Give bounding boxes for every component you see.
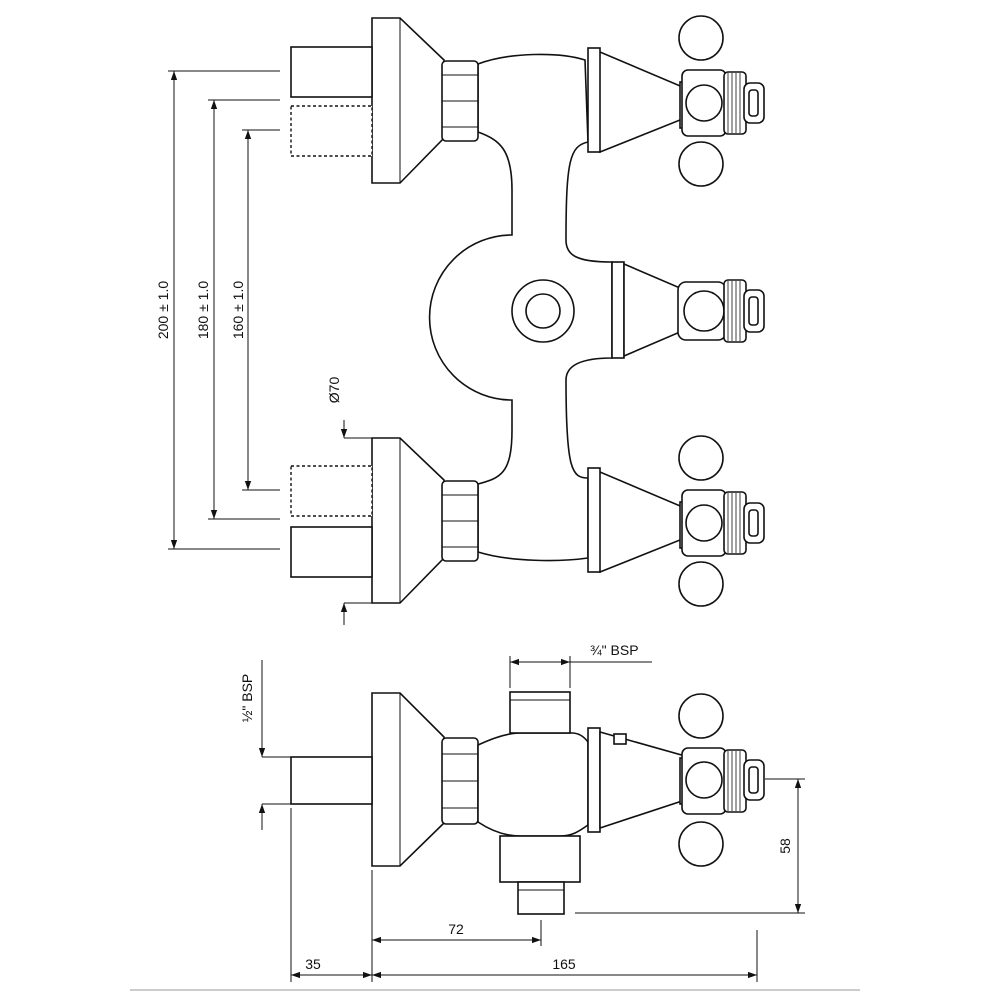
dim-35-label: 35 [305, 956, 321, 972]
handle-top [587, 15, 765, 187]
valve-body-side [477, 732, 589, 837]
side-view: ¾" BSP ½" BSP 58 72 35 165 [239, 642, 805, 982]
lower-inlet [290, 437, 479, 604]
dim-180-label: 180 ± 1.0 [195, 281, 211, 339]
dim-165-label: 165 [552, 956, 576, 972]
front-view: 200 ± 1.0 180 ± 1.0 160 ± 1.0 Ø70 [155, 15, 765, 625]
diverter-handle [611, 261, 765, 359]
dim-inlet-thread-label: ½" BSP [239, 674, 255, 723]
dim-160-label: 160 ± 1.0 [230, 281, 246, 339]
inlet-pipe-alt [290, 105, 373, 157]
dim-diameter-label: Ø70 [326, 377, 342, 404]
inlet-pipe-alt [290, 465, 373, 517]
dim-72-label: 72 [448, 921, 464, 937]
dim-200-label: 200 ± 1.0 [155, 281, 171, 339]
upper-inlet [290, 17, 479, 184]
inlet-pipe [290, 46, 373, 98]
inlet-pipe [290, 756, 373, 805]
handle-bottom [587, 435, 765, 607]
dim-58-label: 58 [777, 838, 793, 854]
inlet-pipe [290, 526, 373, 578]
dim-outlet-thread-label: ¾" BSP [590, 642, 639, 658]
outlet-hole [525, 293, 561, 329]
